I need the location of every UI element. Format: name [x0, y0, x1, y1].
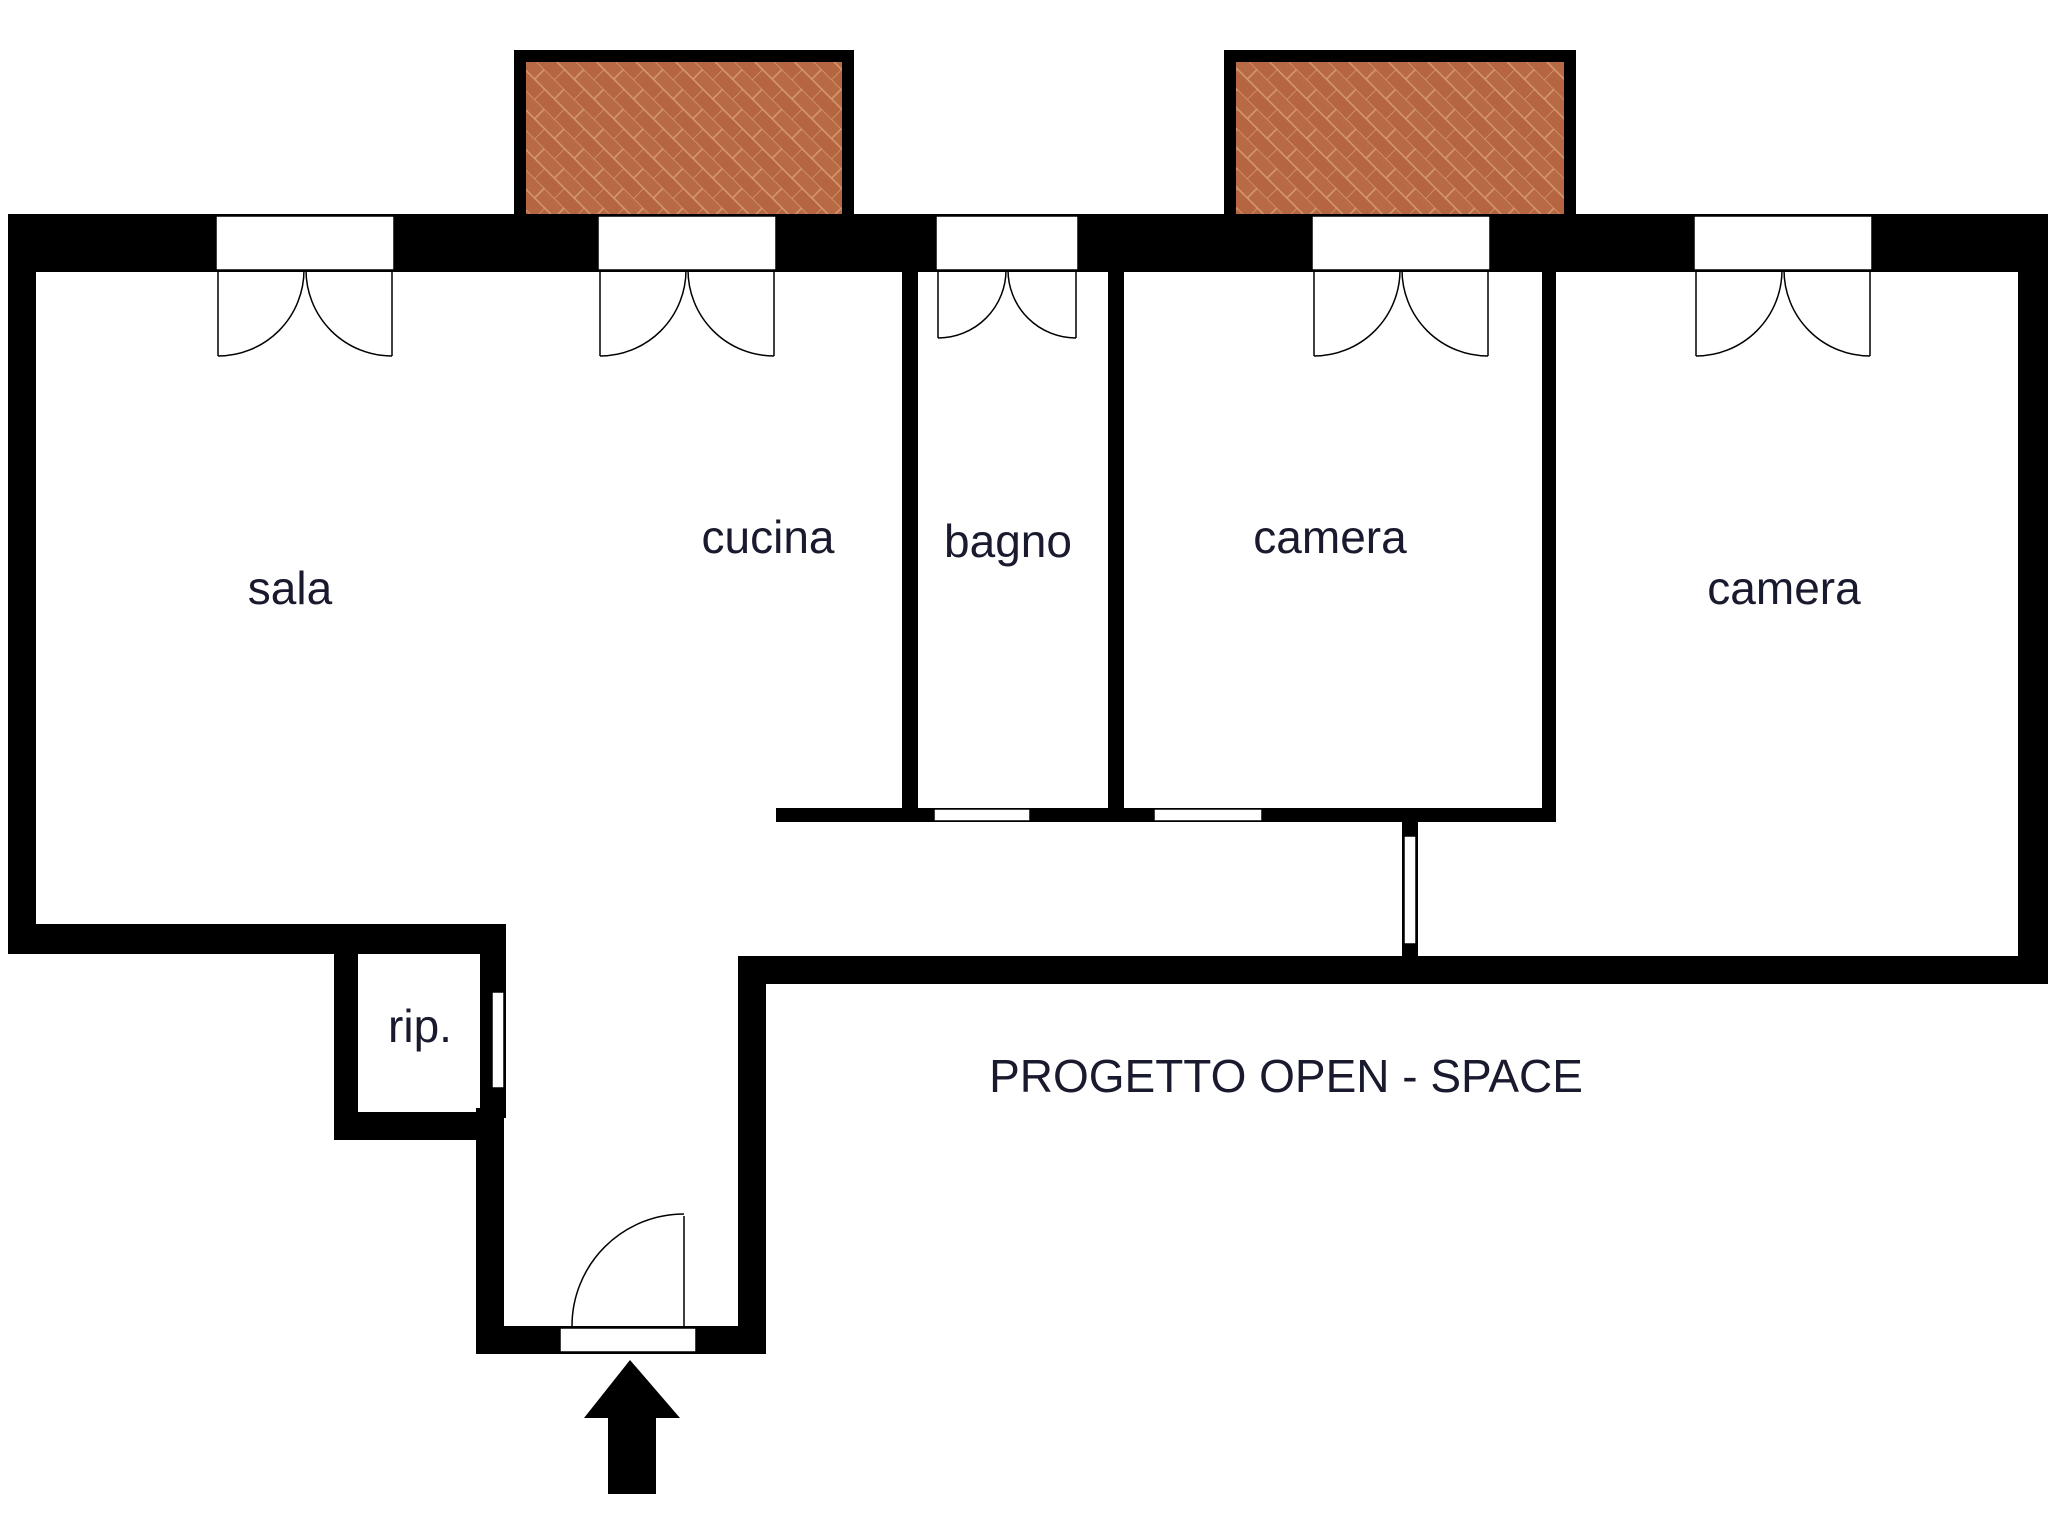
window-bagno — [935, 215, 1079, 339]
balcony-left — [514, 50, 854, 216]
walls — [8, 214, 2048, 1354]
balcony-right — [1224, 50, 1576, 216]
door-camera-1 — [1153, 808, 1263, 822]
room-label-camera-1: camera — [1253, 511, 1407, 563]
window-camera-2 — [1693, 215, 1873, 357]
window-cucina — [597, 215, 777, 357]
entrance-door — [559, 1213, 697, 1353]
up-arrow-icon — [584, 1360, 680, 1494]
room-label-ripostiglio: rip. — [388, 1000, 452, 1052]
door-camera-2 — [1403, 835, 1417, 945]
room-label-cucina: cucina — [702, 511, 835, 563]
window-camera-1 — [1311, 215, 1491, 357]
door-bagno — [933, 808, 1031, 822]
room-label-camera-2: camera — [1707, 562, 1861, 614]
room-label-sala: sala — [248, 562, 333, 614]
window-sala — [215, 215, 395, 357]
door-ripostiglio — [491, 991, 505, 1089]
project-title: PROGETTO OPEN - SPACE — [989, 1050, 1583, 1102]
room-label-bagno: bagno — [944, 515, 1072, 567]
